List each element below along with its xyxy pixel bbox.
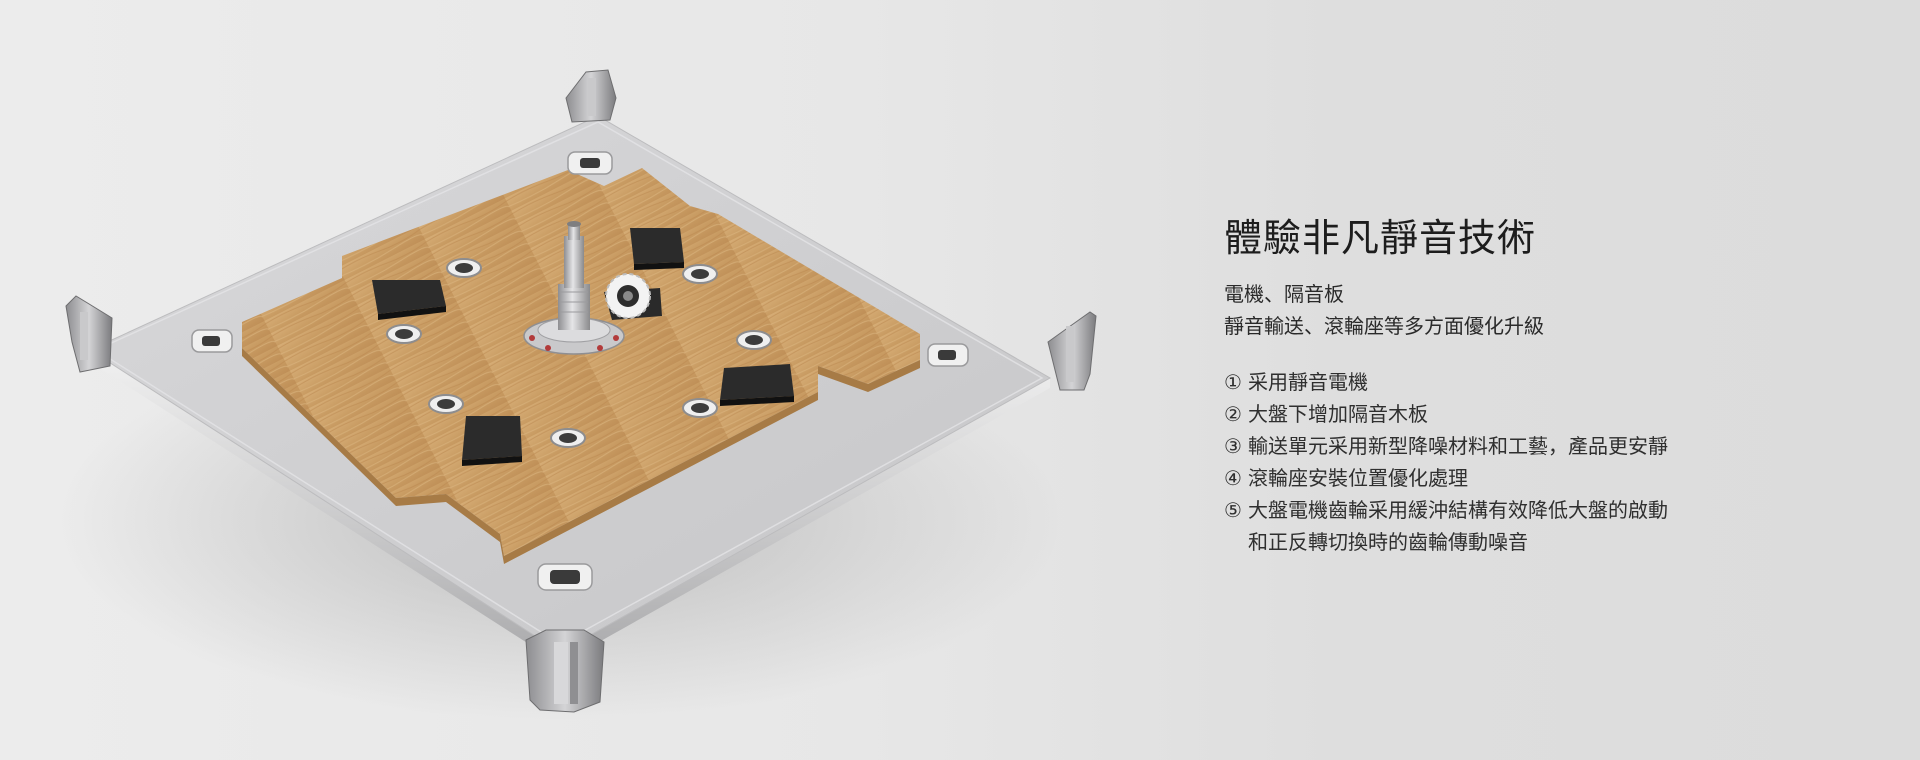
plate-hole [191, 329, 233, 353]
feature-item: ① 采用靜音電機 [1224, 366, 1864, 398]
corner-bracket-right [1047, 311, 1097, 391]
feature-item: ④ 滾輪座安裝位置優化處理 [1224, 462, 1864, 494]
feature-item-continuation: 和正反轉切換時的齒輪傳動噪音 [1224, 526, 1864, 558]
feature-text: 采用靜音電機 [1248, 370, 1368, 394]
feature-number: ⑤ [1224, 498, 1242, 522]
feature-text: 滾輪座安裝位置優化處理 [1248, 466, 1468, 490]
plate-hole [567, 151, 613, 175]
plate-hole [537, 563, 593, 591]
feature-item: ⑤ 大盤電機齒輪采用緩沖結構有效降低大盤的啟動 [1224, 494, 1864, 526]
roller-seat [682, 398, 718, 418]
feature-text-continuation: 和正反轉切換時的齒輪傳動噪音 [1248, 530, 1528, 554]
feature-copy: 體驗非凡靜音技術 電機、隔音板 靜音輸送、滾輪座等多方面優化升級 ① 采用靜音電… [1224, 208, 1864, 558]
corner-bracket-top [565, 69, 617, 123]
feature-text: 大盤電機齒輪采用緩沖結構有效降低大盤的啟動 [1248, 498, 1668, 522]
headline: 體驗非凡靜音技術 [1224, 216, 1537, 260]
feature-text: 大盤下增加隔音木板 [1248, 402, 1428, 426]
product-illustration [60, 69, 1097, 720]
soundproof-wood-board [242, 168, 920, 556]
rubber-pad [720, 364, 794, 406]
feature-number: ③ [1224, 434, 1242, 458]
subtitle: 電機、隔音板 靜音輸送、滾輪座等多方面優化升級 [1224, 278, 1864, 342]
feature-number: ② [1224, 402, 1242, 426]
feature-text: 輸送單元采用新型降噪材料和工藝，產品更安靜 [1248, 434, 1668, 458]
turntable-base-illustration [60, 69, 1097, 720]
subtitle-line: 靜音輸送、滾輪座等多方面優化升級 [1224, 314, 1544, 338]
roller-seat [446, 258, 482, 278]
feature-item: ② 大盤下增加隔音木板 [1224, 398, 1864, 430]
corner-bracket-bottom [525, 629, 605, 713]
rubber-pad [630, 228, 684, 270]
feature-list: ① 采用靜音電機 ② 大盤下增加隔音木板 ③ 輸送單元采用新型降噪材料和工藝，產… [1224, 366, 1864, 558]
roller-seat [550, 428, 586, 448]
buffer-gear [605, 273, 651, 319]
feature-number: ④ [1224, 466, 1242, 490]
plate-hole [927, 343, 969, 367]
roller-seat [386, 324, 422, 344]
rubber-pad [462, 416, 522, 466]
feature-number: ① [1224, 370, 1242, 394]
feature-item: ③ 輸送單元采用新型降噪材料和工藝，產品更安靜 [1224, 430, 1864, 462]
rubber-pad [372, 280, 446, 320]
corner-bracket-left [65, 295, 113, 373]
subtitle-line: 電機、隔音板 [1224, 282, 1344, 306]
roller-seat [428, 394, 464, 414]
roller-seat [682, 264, 718, 284]
roller-seat [736, 330, 772, 350]
